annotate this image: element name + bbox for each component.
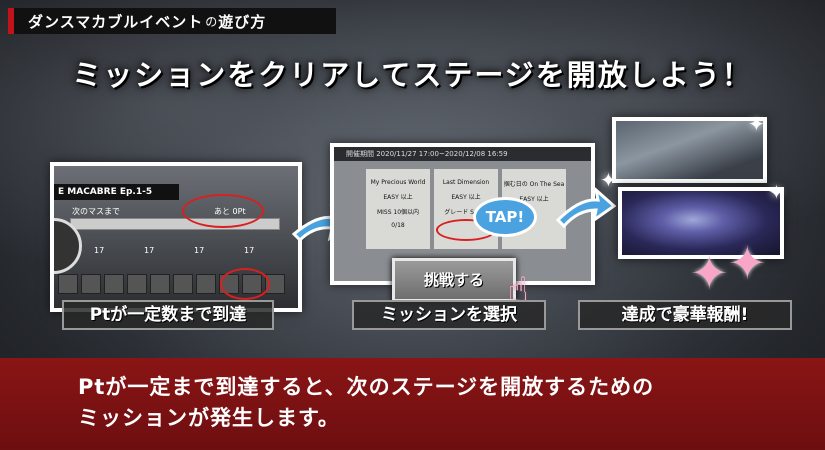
sparkle-icon: ✦	[748, 112, 765, 136]
highlight-ring	[220, 268, 270, 300]
step2-caption: ミッションを選択	[352, 300, 546, 330]
stage-cell	[150, 274, 170, 294]
mission-title: My Precious World	[370, 179, 426, 186]
mission-difficulty: EASY 以上	[451, 194, 481, 201]
sparkle-icon: ✦	[600, 168, 617, 192]
mission-card: My Precious World EASY 以上 MISS 10個以内 0/1…	[366, 169, 430, 249]
mission-difficulty: EASY 以上	[383, 194, 413, 201]
reward-scene-image	[618, 187, 784, 259]
next-step-label: 次のマスまで	[72, 207, 120, 216]
sparkle-icon: ✦	[690, 246, 729, 300]
stage-cell	[196, 274, 216, 294]
reward-scene-image	[612, 117, 767, 183]
sparkle-icon: ✦	[768, 180, 785, 204]
footer-line2: ミッションが発生します。	[78, 406, 340, 430]
event-progress-screenshot: E MACABRE Ep.1-5 次のマスまで あと 0Pt 17 17 17 …	[50, 162, 302, 312]
sparkle-icon: ✦	[728, 236, 767, 290]
stage-cell	[81, 274, 101, 294]
arrow-right-icon	[556, 186, 616, 229]
page-headline: ミッションをクリアしてステージを開放しよう！	[72, 58, 753, 92]
mission-condition: グレード S 以上	[444, 209, 488, 216]
event-period-bar: 開催期間 2020/11/27 17:00~2020/12/08 16:59	[334, 147, 591, 161]
highlight-ellipse	[182, 194, 264, 228]
mission-progress: 0/18	[391, 222, 405, 229]
mission-title: Last Dimension	[442, 179, 490, 186]
item-count: 17	[144, 246, 155, 255]
stage-cell	[127, 274, 147, 294]
item-count: 17	[94, 246, 105, 255]
stage-cell	[58, 274, 78, 294]
step3-caption: 達成で豪華報酬!	[578, 300, 792, 330]
tag-event-name: ダンスマカブルイベント	[28, 12, 204, 31]
item-count: 17	[194, 246, 205, 255]
stage-cell	[104, 274, 124, 294]
explanation-footer: Ptが一定まで到達すると、次のステージを開放するための ミッションが発生します。	[0, 358, 825, 450]
tap-bubble: TAP!	[473, 197, 537, 237]
mission-difficulty: EASY 以上	[519, 196, 549, 203]
footer-line1: Ptが一定まで到達すると、次のステージを開放するための	[78, 375, 655, 399]
tag-how-to: 遊び方	[218, 12, 267, 31]
episode-header: E MACABRE Ep.1-5	[54, 184, 179, 200]
how-to-play-tag: ダンスマカブルイベント の 遊び方	[8, 8, 336, 34]
tag-particle: の	[205, 14, 219, 29]
stage-cell-row	[54, 274, 298, 296]
item-count: 17	[244, 246, 255, 255]
mission-title: 掴む日の On The Sea	[503, 181, 565, 188]
step1-caption: Ptが一定数まで到達	[62, 300, 274, 330]
mission-condition: MISS 10個以内	[376, 209, 420, 216]
stage-cell	[173, 274, 193, 294]
